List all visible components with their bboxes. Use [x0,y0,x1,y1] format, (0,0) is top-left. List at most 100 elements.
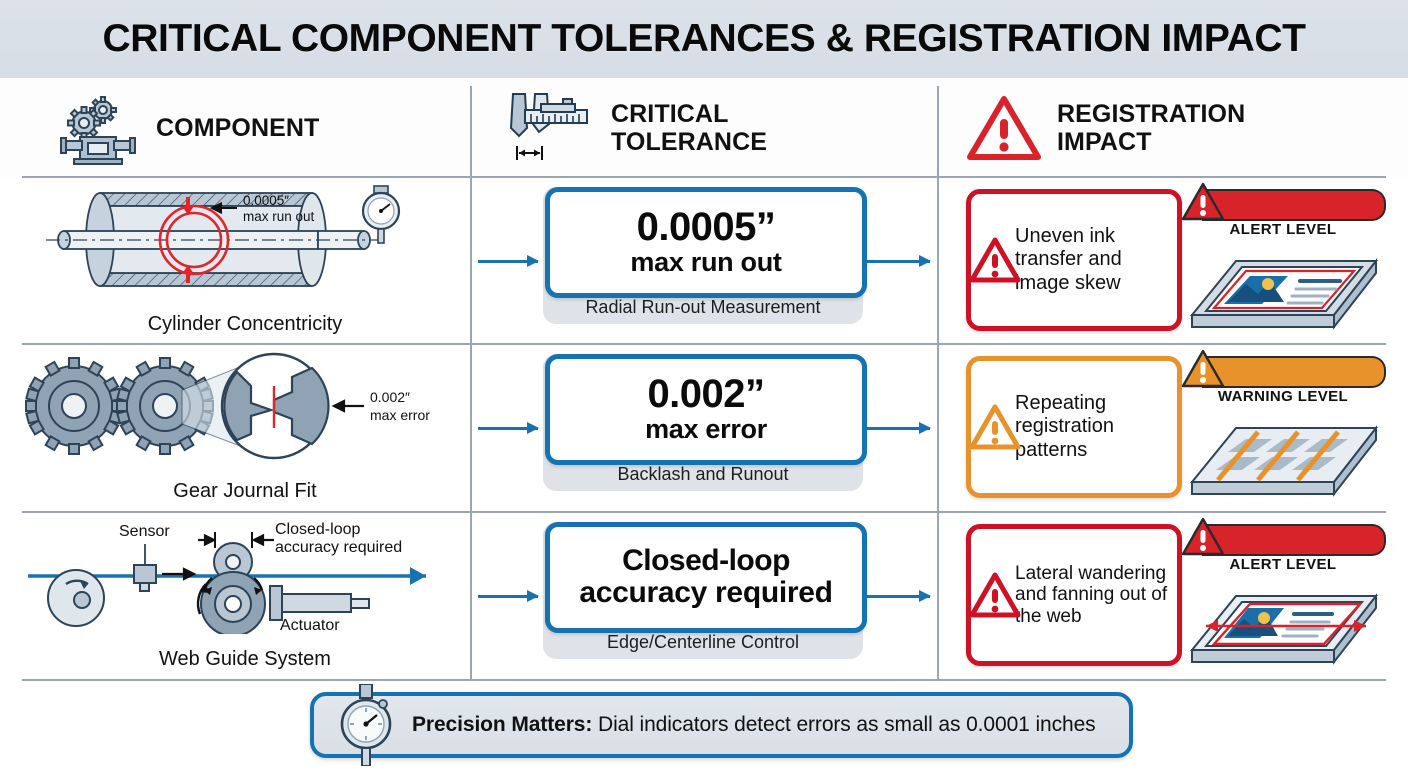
component-cell: 0.0005″ max run out Cylinder Concentrici… [22,177,468,344]
header-component-label: COMPONENT [156,114,320,142]
caliper-icon [505,90,597,166]
impact-box[interactable]: Lateral wandering and fanning out of the… [966,524,1182,666]
table-row: 0.002″ max error Gear Journal Fit 0.002”… [0,344,1408,511]
flow-arrow-tolerance-to-impact [866,255,931,267]
footer-bold-prefix: Precision Matters: [412,713,593,736]
row2-annotation-line2: max error [370,407,430,423]
page-title: CRITICAL COMPONENT TOLERANCES & REGISTRA… [102,17,1306,60]
flow-arrow-component-to-tolerance [478,590,539,602]
gear-mesh-diagram: 0.002″ max error [22,350,468,466]
footer-body: Dial indicators detect errors as small a… [592,713,1096,736]
row3-annotation-line2: accuracy required [275,539,402,556]
severity-label: ALERT LEVEL [1229,221,1337,238]
dial-indicator-icon [361,185,401,244]
header-impact-line2: IMPACT [1057,128,1152,156]
gears-machine-icon [60,91,142,165]
tolerance-qualifier: accuracy required [579,576,833,610]
header-tolerance-line2: TOLERANCE [611,128,768,156]
component-name: Cylinder Concentricity [147,313,343,335]
warning-triangle-icon [969,403,1021,451]
table-row: 0.0005″ max run out Cylinder Concentrici… [0,177,1408,344]
tolerance-qualifier: max error [645,414,767,445]
dial-indicator-icon [336,683,396,767]
alert-level-bar [1202,524,1386,556]
alert-triangle-icon [969,236,1021,284]
severity-panel: ALERT LEVEL [1180,181,1386,341]
tolerance-value-box: 0.002” max error [545,354,867,465]
tolerance-cell: 0.0005” max run out Radial Run-out Measu… [478,177,933,344]
impact-cell: Repeating registration patterns WARNING … [942,344,1386,511]
warning-triangle-icon [965,93,1043,163]
row1-annotation-line1: 0.0005″ [243,193,289,208]
tolerance-cell: 0.002” max error Backlash and Runout [478,344,933,511]
alert-triangle-icon [1180,181,1226,223]
flow-arrow-tolerance-to-impact [866,422,931,434]
header-component: COMPONENT [60,78,470,178]
flow-arrow-tolerance-to-impact [866,590,931,602]
alert-triangle-icon [969,571,1021,619]
alert-triangle-icon [1180,516,1226,558]
tolerance-qualifier: max run out [630,247,782,278]
column-headers: COMPONENT [0,78,1408,178]
impact-cell: Uneven ink transfer and image skew ALERT… [942,177,1386,344]
impact-cell: Lateral wandering and fanning out of the… [942,512,1386,679]
component-cell: Sensor Closed-loop accuracy required Act… [22,512,468,679]
component-name: Gear Journal Fit [173,480,317,502]
tolerance-caption: Backlash and Runout [617,464,789,484]
severity-label: WARNING LEVEL [1217,388,1349,405]
row3-label-actuator: Actuator [280,617,340,634]
header-tolerance-line1: CRITICAL [611,100,729,128]
tolerance-value: 0.0005” [636,205,776,250]
footer-text: Precision Matters: Dial indicators detec… [412,713,1096,737]
row3-annotation-line1: Closed-loop [275,521,360,538]
alert-level-bar [1202,189,1386,221]
flow-arrow-component-to-tolerance [478,422,539,434]
row-separator-3 [22,679,1386,681]
impact-box[interactable]: Repeating registration patterns [966,356,1182,498]
tolerance-caption: Radial Run-out Measurement [585,297,821,317]
column-divider-1 [470,86,472,680]
tolerance-card[interactable]: 0.0005” max run out Radial Run-out Measu… [543,187,867,324]
tolerance-cell: Closed-loop accuracy required Edge/Cente… [478,512,933,679]
header-impact-line1: REGISTRATION [1057,100,1246,128]
header-tolerance: CRITICAL TOLERANCE [505,78,935,178]
column-divider-2 [937,86,939,680]
tolerance-card[interactable]: Closed-loop accuracy required Edge/Cente… [543,522,867,659]
header-impact: REGISTRATION IMPACT [965,78,1405,178]
header-separator [22,176,1386,178]
tolerance-value: Closed-loop [622,543,790,577]
header-tolerance-label: CRITICAL TOLERANCE [611,100,767,156]
impact-text: Lateral wandering and fanning out of the… [1015,562,1168,627]
row-separator-2 [22,511,1386,513]
flow-arrow-component-to-tolerance [478,255,539,267]
row-separator-1 [22,343,1386,345]
title-band: CRITICAL COMPONENT TOLERANCES & REGISTRA… [0,0,1408,78]
severity-panel: ALERT LEVEL [1180,516,1386,676]
cylinder-runout-diagram: 0.0005″ max run out [22,183,468,299]
tolerance-caption: Edge/Centerline Control [606,632,800,652]
web-guide-diagram: Sensor Closed-loop accuracy required Act… [22,518,468,637]
tolerance-value-box: Closed-loop accuracy required [545,522,867,633]
tolerance-value: 0.002” [647,372,765,417]
row3-label-sensor: Sensor [119,523,170,540]
row1-annotation-line2: max run out [243,209,315,224]
magnified-gear-detail-icon [181,352,330,460]
row2-annotation-line1: 0.002″ [370,389,410,405]
impact-text: Repeating registration patterns [1015,392,1114,461]
severity-panel: WARNING LEVEL [1180,348,1386,508]
component-name: Web Guide System [159,648,331,670]
warning-triangle-icon [1180,348,1226,390]
table-row: Sensor Closed-loop accuracy required Act… [0,512,1408,679]
header-impact-label: REGISTRATION IMPACT [1057,100,1245,156]
tolerance-card[interactable]: 0.002” max error Backlash and Runout [543,354,867,491]
severity-label: ALERT LEVEL [1229,556,1337,573]
footer-callout: Precision Matters: Dial indicators detec… [310,683,1133,767]
tolerance-value-box: 0.0005” max run out [545,187,867,298]
warning-level-bar [1202,356,1386,388]
impact-text: Uneven ink transfer and image skew [1015,225,1122,294]
impact-box[interactable]: Uneven ink transfer and image skew [966,189,1182,331]
printed-sheet-wander-icon [1184,574,1384,672]
component-cell: 0.002″ max error Gear Journal Fit [22,344,468,511]
printed-sheet-skew-icon [1184,239,1384,337]
